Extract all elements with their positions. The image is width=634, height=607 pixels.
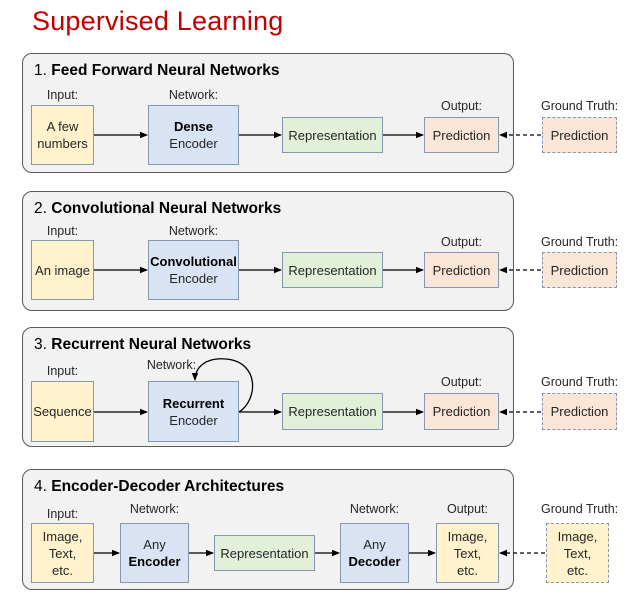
panel-encoder-decoder: 4. Encoder-Decoder Architectures [22,469,514,590]
ground-truth-text: Prediction [550,127,609,143]
input-text-line: Sequence [33,404,92,419]
representation-box: Representation [282,252,383,288]
ground-truth-box: Prediction [542,252,617,288]
output-box: Image, Text, etc. [436,523,499,583]
output-label: Output: [441,235,482,249]
input-text-line: Text, [48,545,77,561]
ground-truth-text-line: Text, [563,545,592,561]
ground-truth-box: Prediction [542,117,617,153]
network-label: Network: [168,88,219,102]
panel-name: Convolutional Neural Networks [51,200,282,217]
output-label: Output: [441,375,482,389]
representation-text: Representation [288,404,377,419]
ground-truth-label: Ground Truth: [541,375,619,389]
encoder-type: Convolutional [150,254,237,269]
ground-truth-text-line: etc. [567,562,588,578]
network-label: Network: [168,224,219,238]
input-label: Input: [46,224,79,238]
panel-heading: 2. Convolutional Neural Networks [34,200,281,218]
ground-truth-label: Ground Truth: [541,235,619,249]
network-label: Network: [129,502,180,516]
representation-text: Representation [288,262,377,278]
input-text-line: A few [46,119,79,134]
encoder-text: Encoder [169,412,218,428]
input-box: Sequence [31,381,94,442]
encoder-text: Any [143,537,166,552]
panel-name: Recurrent Neural Networks [51,336,252,353]
input-label: Input: [46,88,79,102]
ground-truth-box: Prediction [542,393,617,430]
encoder-type: Dense [173,119,214,134]
decoder-box: Any Decoder [340,523,409,583]
prediction-text: Prediction [432,127,491,143]
panel-name: Feed Forward Neural Networks [51,62,280,79]
panel-name: Encoder-Decoder Architectures [51,478,285,495]
output-text-line: Image, [447,528,488,544]
encoder-type: Recurrent [162,395,225,411]
panel-heading: 1. Feed Forward Neural Networks [34,62,280,80]
prediction-box: Prediction [424,117,499,153]
output-text-line: etc. [457,562,478,578]
panel-heading: 3. Recurrent Neural Networks [34,336,251,354]
encoder-box: Any Encoder [120,523,189,583]
panel-feed-forward: 1. Feed Forward Neural Networks [22,53,514,173]
panel-heading: 4. Encoder-Decoder Architectures [34,478,284,496]
prediction-text: Prediction [432,404,491,419]
panel-recurrent: 3. Recurrent Neural Networks [22,327,514,447]
input-box: Image, Text, etc. [31,523,94,583]
representation-text: Representation [220,545,309,561]
input-text-line: An image [35,262,90,278]
output-label: Output: [447,502,488,516]
encoder-box: Recurrent Encoder [148,381,239,442]
decoder-text: Any [363,537,386,552]
ground-truth-label: Ground Truth: [541,99,619,113]
page-title: Supervised Learning [32,6,284,36]
network-label: Network: [146,358,197,372]
output-text-line: Text, [453,545,482,561]
representation-text: Representation [288,127,377,143]
input-text-line: etc. [52,562,73,578]
ground-truth-text-line: Image, [557,528,598,544]
panel-convolutional: 2. Convolutional Neural Networks [22,191,514,311]
prediction-text: Prediction [432,262,491,278]
network-label: Network: [349,502,400,516]
representation-box: Representation [282,393,383,430]
encoder-text: Encoder [169,271,218,286]
panel-number: 4. [34,478,47,495]
encoder-type: Encoder [128,554,181,569]
input-label: Input: [46,507,79,521]
prediction-box: Prediction [424,393,499,430]
decoder-type: Decoder [348,554,401,569]
representation-box: Representation [214,535,315,571]
representation-box: Representation [282,117,383,153]
input-box: A few numbers [31,105,94,165]
input-box: An image [31,240,94,300]
ground-truth-text: Prediction [550,404,609,419]
prediction-box: Prediction [424,252,499,288]
output-label: Output: [441,99,482,113]
encoder-text: Encoder [169,136,218,151]
ground-truth-label: Ground Truth: [541,502,619,516]
ground-truth-box: Image, Text, etc. [546,523,609,583]
input-text-line: Image, [42,528,83,544]
panel-number: 2. [34,200,47,217]
ground-truth-text: Prediction [550,262,609,278]
input-text-line: numbers [37,136,88,151]
panel-number: 1. [34,62,47,79]
panel-number: 3. [34,336,47,353]
input-label: Input: [46,364,79,378]
encoder-box: Convolutional Encoder [148,240,239,300]
encoder-box: Dense Encoder [148,105,239,165]
